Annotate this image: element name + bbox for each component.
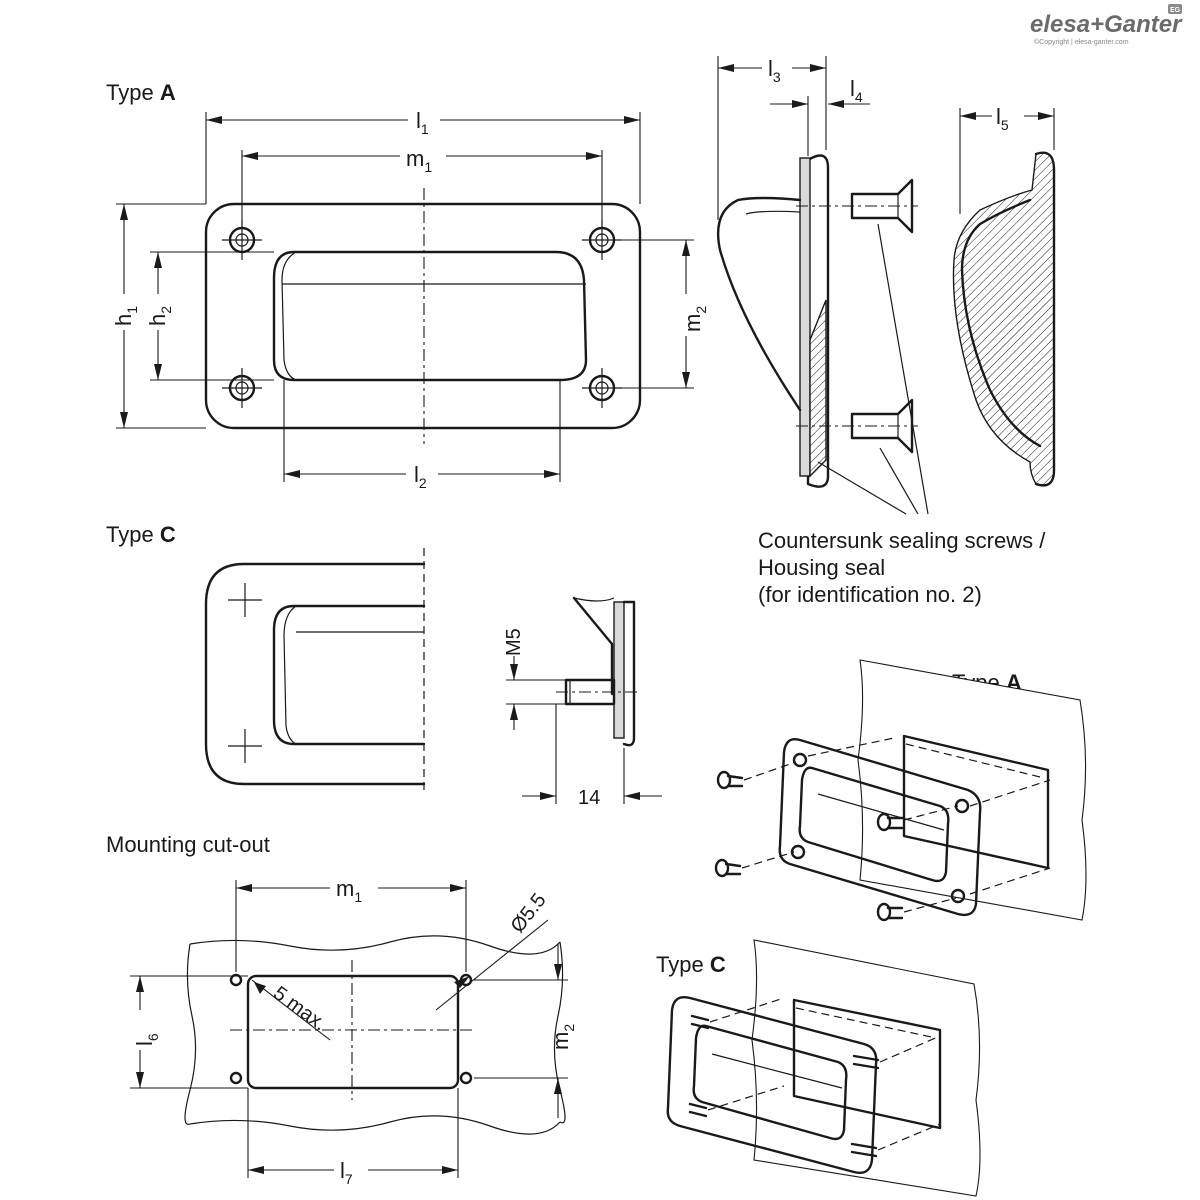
brand-logo: elesa+Ganter EG ©Copyright | elesa-gante… — [1030, 4, 1183, 46]
type-a-recess-inner-edge — [281, 251, 297, 381]
dimension-l5: l5 — [959, 104, 1055, 214]
note-line-2: Housing seal — [758, 555, 885, 580]
svg-text:Ø5.5: Ø5.5 — [507, 889, 551, 937]
dimension-l2: l2 — [283, 380, 561, 491]
type-c-hole-marks — [228, 583, 262, 763]
stud-detail: M5 14 — [503, 596, 662, 809]
dimension-m5: M5 — [503, 628, 566, 730]
svg-text:l1: l1 — [416, 108, 429, 137]
dimension-m2: m2 — [616, 239, 709, 389]
svg-text:h1: h1 — [111, 306, 140, 326]
brand-logo-text: elesa+Ganter — [1030, 11, 1183, 38]
side-housing-seal — [799, 157, 811, 477]
side-grip-profile — [716, 196, 802, 412]
type-a-front-view: Type A l1 — [106, 80, 709, 491]
svg-text:14: 14 — [578, 787, 600, 809]
dimension-hole: Ø5.5 — [435, 889, 551, 1011]
type-a-title: Type A — [106, 80, 176, 105]
svg-text:l3: l3 — [768, 56, 781, 85]
brand-badge-text: EG — [1170, 7, 1181, 14]
mounting-cutout-title: Mounting cut-out — [106, 832, 270, 857]
note-line-1: Countersunk sealing screws / — [758, 528, 1046, 553]
svg-text:M5: M5 — [503, 628, 525, 656]
dimension-m1: m1 — [241, 146, 603, 228]
svg-text:m2: m2 — [680, 306, 709, 332]
iso-a-plate — [778, 738, 982, 917]
iso-a-wall — [857, 659, 1087, 921]
dimension-l1: l1 — [205, 108, 641, 204]
svg-text:l7: l7 — [340, 1158, 353, 1187]
seal-screw-note: Countersunk sealing screws / Housing sea… — [758, 223, 1046, 607]
type-a-recess-outline — [272, 250, 588, 382]
brand-badge-icon — [1168, 4, 1182, 14]
type-c-recess-outline — [272, 604, 426, 746]
dimension-l3: l3 — [717, 56, 827, 220]
iso-type-c-view: Type C — [656, 939, 981, 1197]
svg-text:m1: m1 — [406, 146, 432, 175]
brand-copyright: ©Copyright | elesa-ganter.com — [1034, 38, 1129, 46]
cutout-hole — [229, 973, 243, 987]
svg-text:l2: l2 — [414, 462, 427, 491]
svg-text:5 max.: 5 max. — [269, 982, 330, 1035]
iso-c-wall — [751, 939, 981, 1197]
svg-text:l6: l6 — [132, 1033, 161, 1046]
iso-type-a-view: Type A — [714, 659, 1087, 922]
dimension-h1: h1 — [111, 203, 206, 429]
stud-seal — [613, 601, 625, 739]
side-screws — [796, 178, 918, 454]
note-line-3: (for identification no. 2) — [758, 582, 982, 607]
svg-text:l5: l5 — [996, 104, 1009, 133]
panel-bottom-edge — [189, 1115, 561, 1135]
svg-text:m2: m2 — [548, 1024, 577, 1050]
dimension-l4: l4 — [770, 76, 870, 156]
iso-c-plate — [666, 996, 878, 1174]
svg-text:h2: h2 — [145, 306, 174, 326]
dimension-l7: l7 — [247, 1088, 459, 1187]
type-c-title: Type C — [106, 522, 176, 547]
side-view: l3 l4 — [716, 56, 918, 488]
iso-type-c-title: Type C — [656, 952, 726, 977]
type-a-plate-outline — [204, 202, 642, 430]
side-section-hatch — [809, 299, 827, 478]
section-profile-inner — [960, 198, 1042, 448]
panel-top-edge — [189, 935, 561, 955]
type-c-front-view: Type C — [106, 522, 426, 792]
section-view: l5 — [952, 104, 1056, 487]
type-c-plate-outline — [204, 562, 426, 786]
dimension-radius: 5 max. — [251, 979, 331, 1041]
mounting-cutout-view: Mounting cut-out m1 — [106, 832, 577, 1187]
iso-a-screws — [714, 737, 1051, 922]
side-flange — [806, 154, 830, 488]
iso-c-studs — [688, 997, 941, 1158]
cutout-rectangle — [246, 974, 460, 1090]
svg-text:l4: l4 — [850, 76, 863, 105]
dimension-14: 14 — [522, 704, 662, 809]
dimension-l6: l6 — [130, 975, 248, 1089]
dimension-cut-m2: m2 — [474, 944, 577, 1118]
dimension-cut-m1: m1 — [235, 876, 467, 972]
dimension-h2: h2 — [145, 251, 274, 381]
svg-text:m1: m1 — [336, 876, 362, 905]
